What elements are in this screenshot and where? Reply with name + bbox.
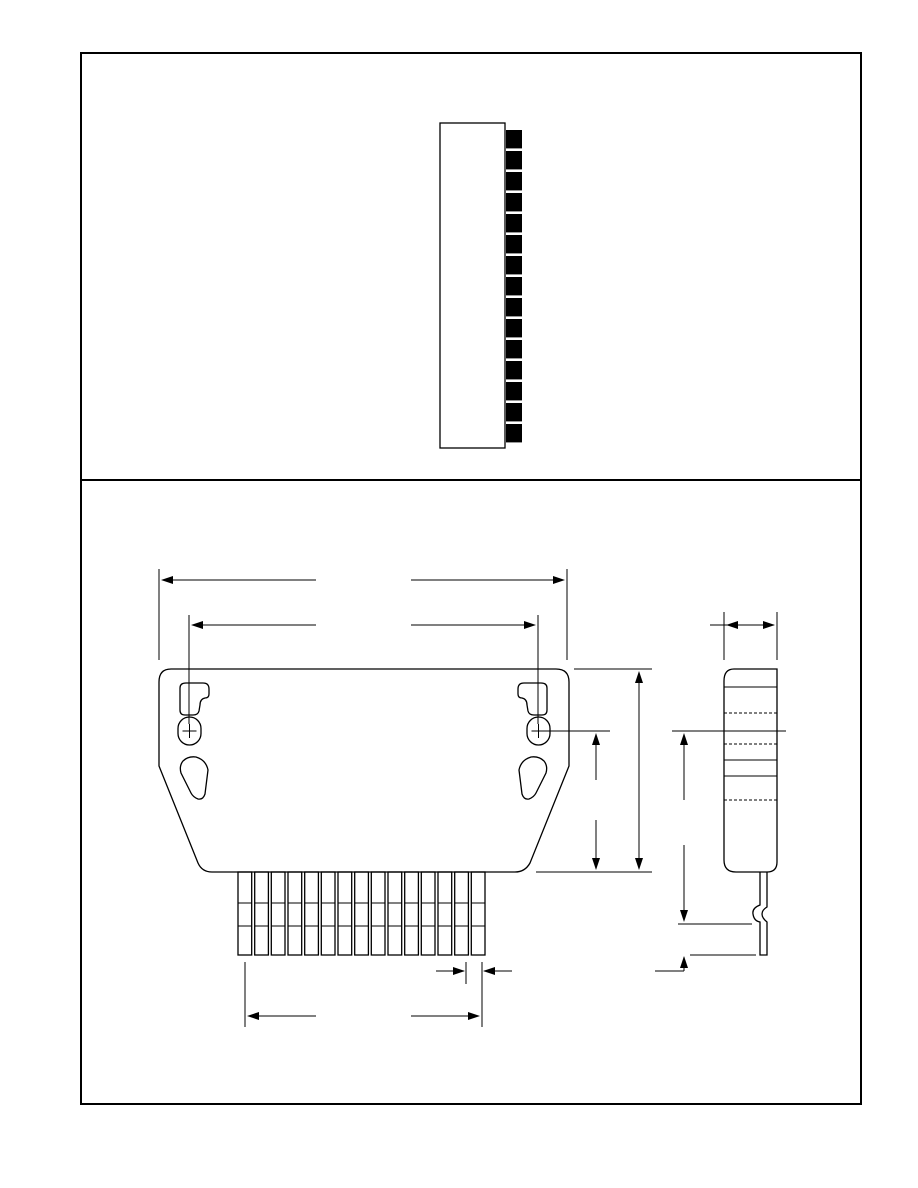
lead-3 bbox=[270, 871, 286, 956]
lead-outline bbox=[404, 871, 420, 956]
lead-outline bbox=[320, 871, 336, 956]
lead-outline bbox=[454, 871, 470, 956]
lead-outline bbox=[437, 871, 453, 956]
side-profile-lead bbox=[752, 872, 768, 956]
pin-7 bbox=[506, 256, 522, 275]
pin-9 bbox=[506, 298, 522, 317]
pin-3 bbox=[506, 172, 522, 191]
dimension-arrowhead bbox=[592, 858, 600, 870]
pin-12 bbox=[506, 361, 522, 380]
side-view bbox=[439, 122, 522, 449]
side-view-pins bbox=[506, 130, 522, 443]
right-lower-slot bbox=[518, 756, 548, 800]
lead-outline bbox=[304, 871, 320, 956]
dimension-arrowhead bbox=[680, 733, 688, 745]
lead-4 bbox=[287, 871, 303, 956]
dimension-arrowhead bbox=[524, 621, 536, 629]
dimension-arrowhead bbox=[726, 621, 738, 629]
side-profile bbox=[723, 668, 778, 956]
pin-4 bbox=[506, 193, 522, 212]
left-upper-slot bbox=[179, 682, 210, 716]
lead-outline bbox=[337, 871, 353, 956]
right-upper-slot bbox=[517, 682, 548, 716]
lead-11 bbox=[404, 871, 420, 956]
pin-6 bbox=[506, 235, 522, 254]
left-lower-slot bbox=[179, 756, 209, 800]
lead-outline bbox=[237, 871, 253, 956]
left-hole-center-mark bbox=[182, 724, 197, 738]
lead-10 bbox=[387, 871, 403, 956]
lead-12 bbox=[420, 871, 436, 956]
side-profile-body bbox=[723, 668, 778, 873]
lead-outline bbox=[387, 871, 403, 956]
dimension-lines bbox=[158, 569, 786, 1027]
lead-outline bbox=[254, 871, 270, 956]
dimension-arrowhead bbox=[161, 576, 173, 584]
lead-14 bbox=[454, 871, 470, 956]
package-body-side bbox=[439, 122, 506, 449]
dimension-arrowhead bbox=[635, 671, 643, 683]
pin-11 bbox=[506, 340, 522, 359]
dimension-arrowhead bbox=[453, 967, 465, 975]
pin-14 bbox=[506, 403, 522, 422]
dimension-arrowhead bbox=[592, 733, 600, 745]
pin-2 bbox=[506, 151, 522, 170]
dimension-arrowhead bbox=[468, 1012, 480, 1020]
dimension-arrowhead bbox=[763, 621, 775, 629]
lead-outline bbox=[354, 871, 370, 956]
pin-1 bbox=[506, 130, 522, 149]
lead-8 bbox=[354, 871, 370, 956]
dimension-arrowhead bbox=[191, 621, 203, 629]
lead-outline bbox=[287, 871, 303, 956]
lead-15 bbox=[470, 871, 486, 956]
lead-outline bbox=[470, 871, 486, 956]
lead-6 bbox=[320, 871, 336, 956]
lead-outline bbox=[420, 871, 436, 956]
dimension-arrowhead bbox=[483, 967, 495, 975]
pin-10 bbox=[506, 319, 522, 338]
pin-15 bbox=[506, 424, 522, 443]
dimension-arrowhead bbox=[680, 956, 688, 968]
lead-outline bbox=[270, 871, 286, 956]
pin-5 bbox=[506, 214, 522, 233]
lead-5 bbox=[304, 871, 320, 956]
lead-outline bbox=[370, 871, 386, 956]
dimension-arrowhead bbox=[680, 910, 688, 922]
front-view-leads bbox=[237, 871, 486, 956]
lead-1 bbox=[237, 871, 253, 956]
lead-7 bbox=[337, 871, 353, 956]
lead-13 bbox=[437, 871, 453, 956]
package-body-front bbox=[158, 668, 570, 873]
pin-8 bbox=[506, 277, 522, 296]
dimension-arrowhead bbox=[553, 576, 565, 584]
pin-13 bbox=[506, 382, 522, 401]
lead-9 bbox=[370, 871, 386, 956]
front-view bbox=[158, 668, 570, 956]
dimension-arrowhead bbox=[247, 1012, 259, 1020]
dimension-arrowhead bbox=[635, 858, 643, 870]
drawing-frame bbox=[80, 52, 862, 1105]
lead-2 bbox=[254, 871, 270, 956]
